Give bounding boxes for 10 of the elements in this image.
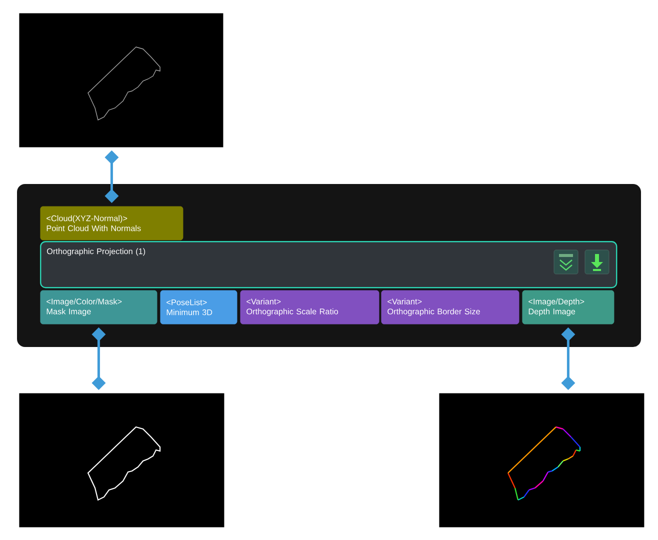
image-drawing xyxy=(439,393,644,528)
node-box: Orthographic Projection (1) xyxy=(40,241,618,288)
image-drawing xyxy=(19,393,224,528)
output-port: <Image/Depth> Depth Image xyxy=(522,290,614,324)
output-port: <Image/Color/Mask> Mask Image xyxy=(40,290,158,324)
output-port: <PoseList> Minimum 3D xyxy=(160,290,238,324)
output-port: <Variant> Orthographic Border Size xyxy=(381,290,520,324)
input-port: <Cloud(XYZ-Normal)> Point Cloud With Normals xyxy=(40,206,184,240)
image-drawing xyxy=(19,13,224,148)
output-port: <Variant> Orthographic Scale Ratio xyxy=(240,290,380,324)
